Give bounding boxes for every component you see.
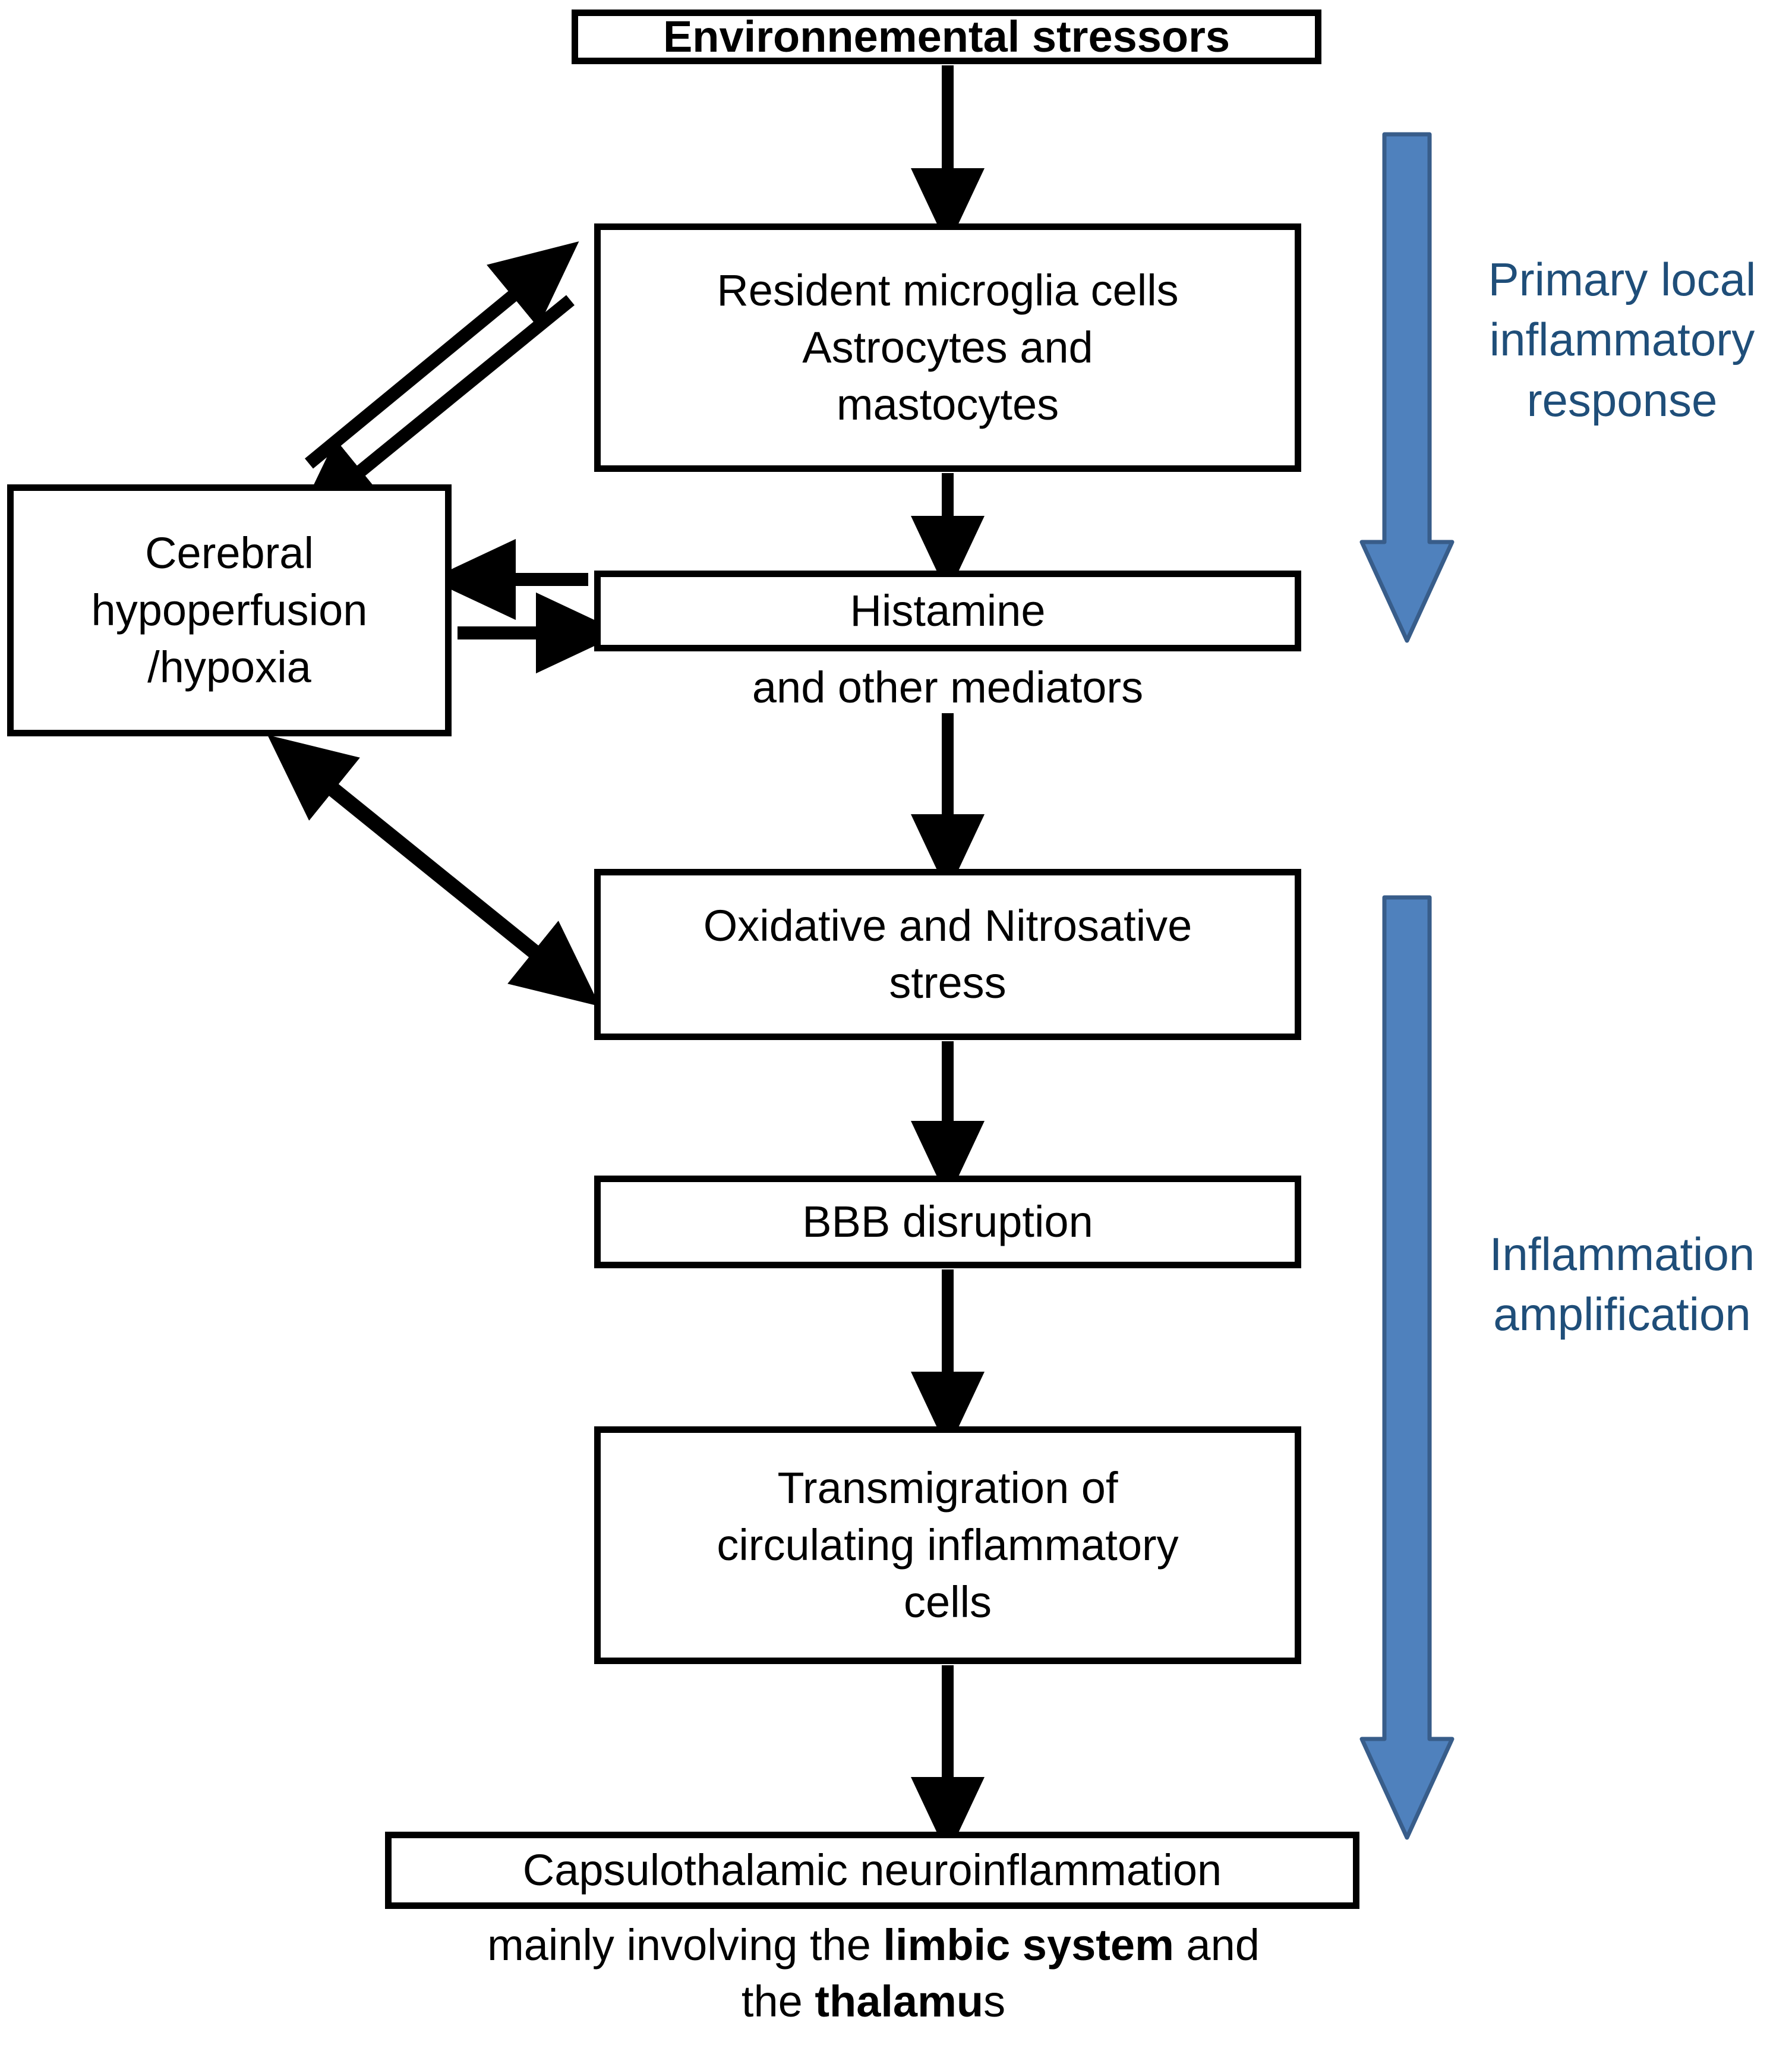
node-histamine-label: Histamine bbox=[850, 585, 1046, 635]
node-resident-microglia-label: Resident microglia cells Astrocytes and … bbox=[717, 265, 1179, 430]
caption-bottom-pre2: the bbox=[741, 1976, 815, 2026]
node-environmental-stressors: Environnemental stressors bbox=[572, 10, 1321, 64]
node-bbb-disruption-label: BBB disruption bbox=[802, 1196, 1093, 1246]
node-cerebral-hypoperfusion: Cerebral hypoperfusion /hypoxia bbox=[7, 484, 452, 736]
caption-other-mediators: and other mediators bbox=[752, 663, 1144, 712]
caption-bottom-detail: mainly involving the limbic system and t… bbox=[309, 1917, 1438, 2030]
node-histamine: Histamine bbox=[594, 571, 1301, 651]
node-capsulothalamic-neuroinflammation-label: Capsulothalamic neuroinflammation bbox=[522, 1845, 1222, 1895]
node-transmigration-label: Transmigration of circulating inflammato… bbox=[717, 1463, 1179, 1627]
primary-response-label: Primary local inflammatory response bbox=[1488, 253, 1756, 426]
node-oxidative-nitrosative-stress: Oxidative and Nitrosative stress bbox=[594, 869, 1301, 1040]
caption-bottom-post2: s bbox=[983, 1976, 1006, 2026]
node-transmigration: Transmigration of circulating inflammato… bbox=[594, 1426, 1301, 1664]
primary-response-arrow-icon bbox=[1359, 132, 1455, 643]
node-oxidative-nitrosative-stress-label: Oxidative and Nitrosative stress bbox=[703, 900, 1192, 1007]
node-environmental-stressors-label: Environnemental stressors bbox=[662, 11, 1231, 61]
caption-bottom-pre1: mainly involving the bbox=[487, 1920, 884, 1970]
node-cerebral-hypoperfusion-label: Cerebral hypoperfusion /hypoxia bbox=[91, 528, 368, 692]
node-bbb-disruption: BBB disruption bbox=[594, 1176, 1301, 1268]
edge-hypoperfusion-to-oxidative bbox=[329, 785, 600, 1007]
edge-oxidative-to-hypoperfusion bbox=[267, 735, 539, 956]
edge-microglia-to-hypoperfusion bbox=[294, 295, 575, 525]
caption-bottom-post1: and bbox=[1173, 1920, 1260, 1970]
node-capsulothalamic-neuroinflammation: Capsulothalamic neuroinflammation bbox=[385, 1832, 1359, 1909]
edge-hypoperfusion-to-microglia bbox=[305, 241, 579, 469]
inflammation-amplification-arrow-icon bbox=[1359, 895, 1455, 1840]
caption-bottom-bold-limbic: limbic system bbox=[883, 1920, 1174, 1970]
node-resident-microglia: Resident microglia cells Astrocytes and … bbox=[594, 223, 1301, 472]
inflammation-amplification-label: Inflammation amplification bbox=[1489, 1228, 1755, 1341]
caption-bottom-bold-thalamus: thalamu bbox=[815, 1976, 984, 2026]
